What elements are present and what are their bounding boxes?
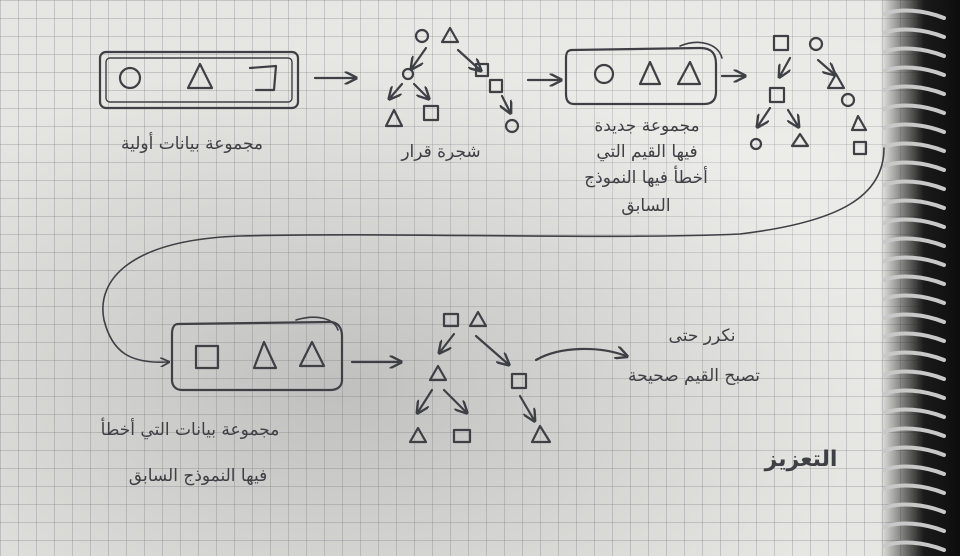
dataset-3-triangle-a: [252, 340, 278, 370]
tree-1-edge-right-down: [502, 94, 510, 112]
dataset-1-square: [248, 64, 278, 92]
spiral-hook: [882, 141, 946, 153]
third-set-line-2: فيها النموذج السابق: [128, 466, 268, 486]
tree-2-root-circle: [808, 36, 824, 52]
third-set-line-1: مجموعة بيانات التي أخطأ: [100, 420, 280, 440]
spiral-hook: [882, 236, 946, 248]
tree-2-right-triangle-b: [850, 114, 868, 132]
tree-3-leaf-triangle: [408, 426, 428, 444]
tree-2-edge-left: [780, 56, 792, 76]
tree-3-edge-lr: [442, 388, 466, 412]
dataset-2-triangle-a: [638, 60, 662, 86]
tree-1-leaf-triangle: [384, 108, 404, 128]
spiral-hook: [882, 388, 946, 400]
spiral-hook: [882, 84, 946, 96]
spiral-hooks: [882, 8, 946, 552]
spiral-hook: [882, 293, 946, 305]
tree-1-edge-ll: [390, 82, 404, 98]
spiral-hook: [882, 8, 946, 20]
tree-1-right-square-a: [474, 62, 490, 78]
new-set-line-4: السابق: [621, 196, 671, 216]
tree-2-edge-lr: [788, 108, 798, 126]
tree-2: [749, 34, 868, 156]
new-set-line-2: فيها القيم التي: [596, 142, 698, 162]
spiral-hook: [882, 274, 946, 286]
dataset-2-circle: [593, 63, 615, 85]
tree-3-root-square: [442, 312, 460, 328]
spiral-hook: [882, 369, 946, 381]
new-set-line-1: مجموعة جديدة: [594, 116, 700, 136]
spiral-hook: [882, 65, 946, 77]
spiral-hook: [882, 502, 946, 514]
tree-1-root-circle: [414, 28, 430, 44]
boosting-title: التعزيز: [764, 447, 838, 472]
initial-set-label: مجموعة بيانات أولية: [120, 134, 264, 154]
tree-1-label: شجرة قرار: [401, 142, 481, 162]
new-set-line-3: أخطأ فيها النموذج: [584, 168, 708, 188]
tree-3-edge-right: [474, 334, 508, 364]
spiral-hook: [882, 46, 946, 58]
tree-3-right-square: [510, 372, 528, 390]
tree-1-leaf-square: [422, 104, 440, 122]
tree-2-right-triangle: [826, 72, 846, 90]
spiral-hook: [882, 426, 946, 438]
dataset-3-triangle-b: [298, 340, 326, 368]
dataset-2-triangle-b: [676, 60, 702, 86]
spiral-hook: [882, 103, 946, 115]
dataset-3-square: [194, 344, 220, 370]
spiral-hook: [882, 255, 946, 267]
tree-1-edge-left: [412, 46, 428, 68]
tree-2-root-square: [772, 34, 790, 52]
repeat-line-2: تصبح القيم صحيحة: [628, 366, 760, 386]
spiral-hook: [882, 312, 946, 324]
dataset-1-triangle: [186, 62, 214, 90]
dataset-2-box: [564, 41, 723, 106]
arrow-5: [534, 349, 626, 362]
spiral-hook: [882, 407, 946, 419]
tree-1-root-triangle: [440, 26, 460, 44]
tree-3-right-leaf-triangle: [530, 424, 552, 444]
tree-3: [408, 310, 552, 444]
spiral-hook: [882, 540, 946, 552]
spiral-hook: [882, 464, 946, 476]
repeat-line-1: نكرر حتى: [668, 326, 736, 346]
spiral-hook: [882, 179, 946, 191]
tree-1-left-circle: [401, 67, 415, 81]
spiral-hook: [882, 27, 946, 39]
spiral-hook: [882, 521, 946, 533]
tree-3-root-triangle: [468, 310, 488, 328]
tree-1-right-leaf-circle: [504, 118, 520, 134]
tree-2-edge-ll: [758, 106, 772, 126]
tree-2-left-square: [768, 86, 786, 104]
tree-3-edge-right-down: [518, 394, 534, 420]
dataset-3-box: [170, 316, 344, 392]
tree-2-leaf-circle: [749, 137, 763, 151]
spiral-hook: [882, 122, 946, 134]
tree-1: [384, 26, 520, 134]
loop-connector: [102, 147, 885, 362]
tree-1-edge-lr: [412, 82, 428, 98]
spiral-hook: [882, 160, 946, 172]
tree-3-left-triangle: [428, 364, 448, 382]
tree-2-edge-right-1: [816, 58, 834, 74]
spiral-hook: [882, 217, 946, 229]
spiral-hook: [882, 445, 946, 457]
tree-3-leaf-square: [452, 428, 472, 444]
tree-1-right-square-b: [488, 78, 504, 94]
tree-3-edge-ll: [418, 388, 434, 412]
spiral-hook: [882, 483, 946, 495]
tree-2-right-square: [852, 140, 868, 156]
tree-2-leaf-triangle: [790, 132, 810, 148]
spiral-hook: [882, 198, 946, 210]
dataset-1-circle: [118, 66, 142, 90]
spiral-hook: [882, 350, 946, 362]
dataset-1-box: [98, 50, 300, 110]
tree-3-edge-left: [440, 332, 456, 352]
tree-2-right-circle: [840, 92, 856, 108]
spiral-hook: [882, 331, 946, 343]
